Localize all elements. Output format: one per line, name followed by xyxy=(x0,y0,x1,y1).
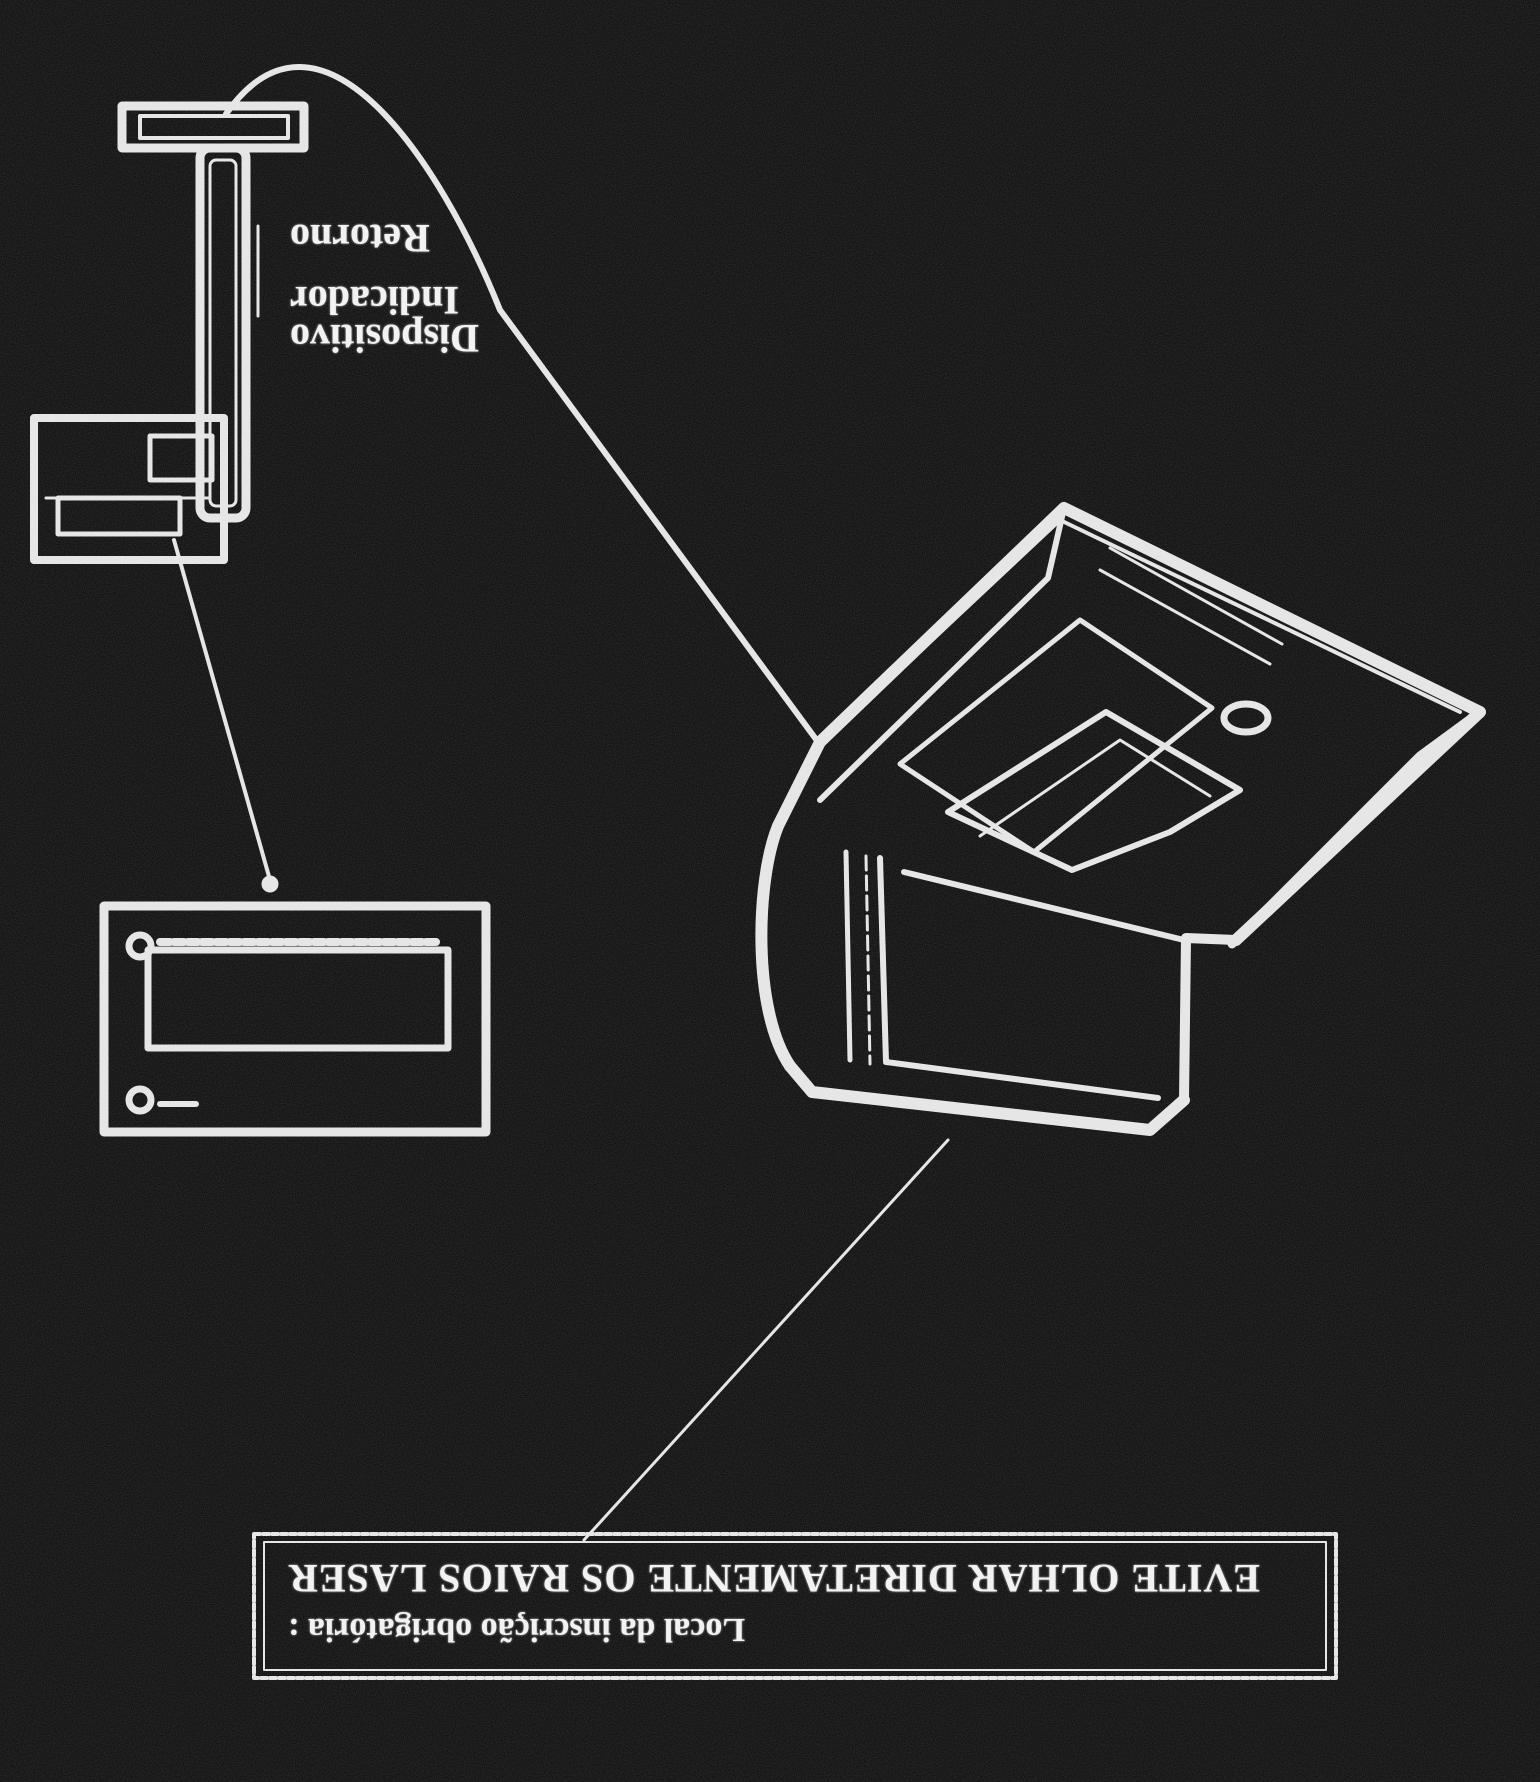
arc-leader xyxy=(223,64,821,745)
warning-title: EVITE OLHAR DIRETAMENTE OS RAIOS LASER xyxy=(288,1556,1260,1601)
warning-box xyxy=(252,1532,1338,1680)
control-panel xyxy=(99,901,491,1137)
panel-leader-tip xyxy=(261,875,279,893)
callout-label-retorno: Retorno xyxy=(290,216,430,261)
connector-block xyxy=(30,414,228,564)
laser-instrument xyxy=(755,502,1486,1136)
callout-label-dispositivo: Dispositivo xyxy=(290,316,479,361)
warning-leader xyxy=(582,1138,950,1542)
callout-label-indicador: Indicador xyxy=(290,278,459,323)
panel-leader xyxy=(172,538,272,882)
warning-subtitle: Local da inscrição obrigatória : xyxy=(288,1611,746,1648)
